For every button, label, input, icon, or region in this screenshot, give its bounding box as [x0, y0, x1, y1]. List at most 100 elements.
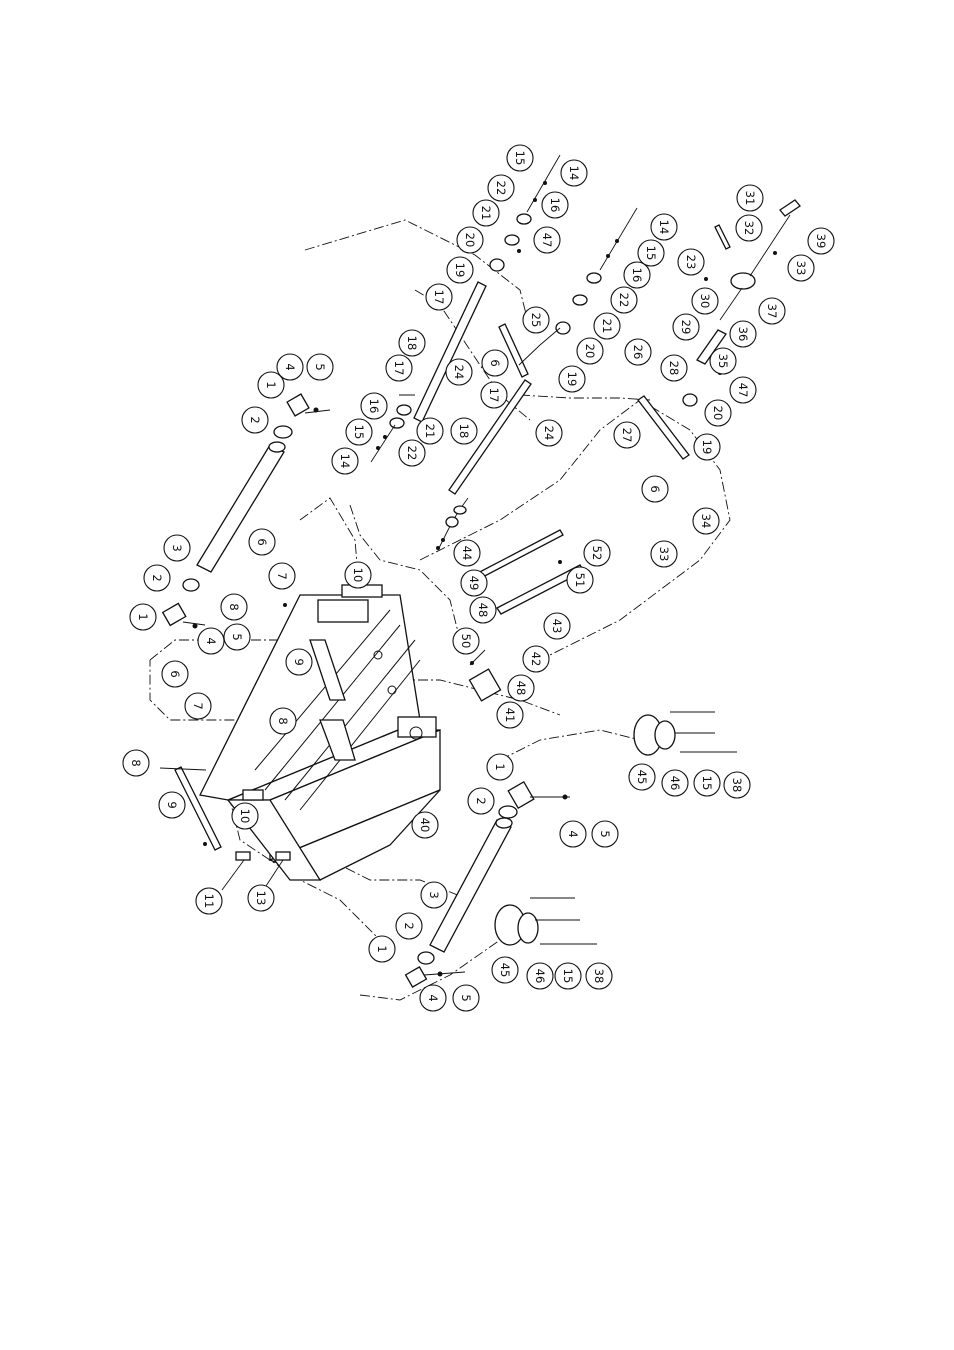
callout-25: 25: [523, 307, 549, 333]
callout-8: 8: [123, 750, 149, 776]
callout-number: 24: [542, 426, 556, 441]
callout-13: 13: [248, 885, 274, 911]
callout-11: 11: [196, 888, 222, 914]
callout-20: 20: [457, 227, 483, 253]
callout-number: 27: [620, 428, 634, 443]
callout-number: 10: [351, 568, 365, 583]
callout-27: 27: [614, 422, 640, 448]
callout-8: 8: [221, 594, 247, 620]
callout-2: 2: [468, 788, 494, 814]
callout-3: 3: [421, 882, 447, 908]
callout-number: 10: [238, 809, 252, 824]
callout-number: 45: [498, 963, 512, 978]
callout-5: 5: [307, 354, 333, 380]
callout-21: 21: [594, 313, 620, 339]
callout-1: 1: [130, 604, 156, 630]
callout-number: 15: [700, 776, 714, 791]
callout-number: 26: [631, 345, 645, 360]
callout-48: 48: [470, 597, 496, 623]
callout-number: 7: [191, 702, 205, 709]
callout-number: 4: [566, 830, 580, 837]
callout-number: 9: [292, 658, 306, 665]
callout-number: 17: [487, 388, 501, 403]
callout-28: 28: [661, 355, 687, 381]
callout-number: 32: [742, 221, 756, 236]
callout-number: 38: [730, 778, 744, 793]
callout-number: 21: [479, 206, 493, 221]
callout-number: 20: [711, 406, 725, 421]
callout-16: 16: [361, 393, 387, 419]
callout-number: 4: [426, 994, 440, 1001]
callout-number: 8: [129, 759, 143, 766]
callout-39: 39: [808, 228, 834, 254]
callout-number: 16: [367, 399, 381, 414]
callout-number: 21: [423, 424, 437, 439]
callout-23: 23: [678, 249, 704, 275]
callout-number: 1: [375, 945, 389, 952]
callout-8: 8: [270, 708, 296, 734]
callout-18: 18: [399, 330, 425, 356]
callout-26: 26: [625, 339, 651, 365]
callout-14: 14: [332, 448, 358, 474]
callout-1: 1: [487, 754, 513, 780]
callout-number: 2: [402, 922, 416, 929]
callout-number: 5: [313, 363, 327, 370]
callout-51: 51: [567, 567, 593, 593]
callout-number: 22: [494, 181, 508, 196]
callout-5: 5: [224, 624, 250, 650]
callout-21: 21: [473, 200, 499, 226]
callout-number: 6: [255, 538, 269, 545]
callout-number: 41: [503, 708, 517, 723]
callout-6: 6: [482, 350, 508, 376]
callout-38: 38: [586, 963, 612, 989]
callout-number: 47: [540, 233, 554, 248]
callout-number: 1: [264, 381, 278, 388]
callout-10: 10: [345, 562, 371, 588]
callout-15: 15: [507, 145, 533, 171]
callout-36: 36: [730, 321, 756, 347]
callout-number: 17: [392, 361, 406, 376]
callout-40: 40: [412, 812, 438, 838]
callout-37: 37: [759, 298, 785, 324]
callout-50: 50: [453, 628, 479, 654]
callout-number: 40: [418, 818, 432, 833]
callout-number: 5: [230, 633, 244, 640]
callout-number: 6: [488, 359, 502, 366]
callout-number: 48: [514, 681, 528, 696]
center-shaft: [399, 380, 531, 550]
callout-number: 4: [204, 637, 218, 644]
callout-34: 34: [693, 508, 719, 534]
callout-9: 9: [286, 649, 312, 675]
callout-32: 32: [736, 215, 762, 241]
callout-33: 33: [788, 255, 814, 281]
callout-number: 21: [600, 319, 614, 334]
callout-15: 15: [555, 963, 581, 989]
callout-31: 31: [737, 185, 763, 211]
callout-number: 18: [405, 336, 419, 351]
callout-number: 15: [513, 151, 527, 166]
callout-10: 10: [232, 803, 258, 829]
callout-21: 21: [417, 418, 443, 444]
callout-number: 1: [136, 613, 150, 620]
callout-number: 19: [700, 440, 714, 455]
corner-fittings: [222, 852, 290, 890]
callout-number: 35: [716, 354, 730, 369]
callout-2: 2: [396, 913, 422, 939]
callout-3: 3: [164, 535, 190, 561]
callout-19: 19: [694, 434, 720, 460]
callout-number: 49: [467, 576, 481, 591]
callout-18: 18: [451, 418, 477, 444]
callout-number: 14: [338, 454, 352, 469]
callout-46: 46: [662, 770, 688, 796]
callout-number: 20: [583, 344, 597, 359]
callout-number: 7: [275, 572, 289, 579]
callout-number: 3: [170, 544, 184, 551]
callout-22: 22: [488, 175, 514, 201]
callout-number: 15: [644, 246, 658, 261]
callout-33: 33: [651, 541, 677, 567]
callout-45: 45: [492, 957, 518, 983]
callout-5: 5: [592, 821, 618, 847]
callout-1: 1: [369, 936, 395, 962]
callout-52: 52: [584, 540, 610, 566]
callout-number: 29: [679, 320, 693, 335]
